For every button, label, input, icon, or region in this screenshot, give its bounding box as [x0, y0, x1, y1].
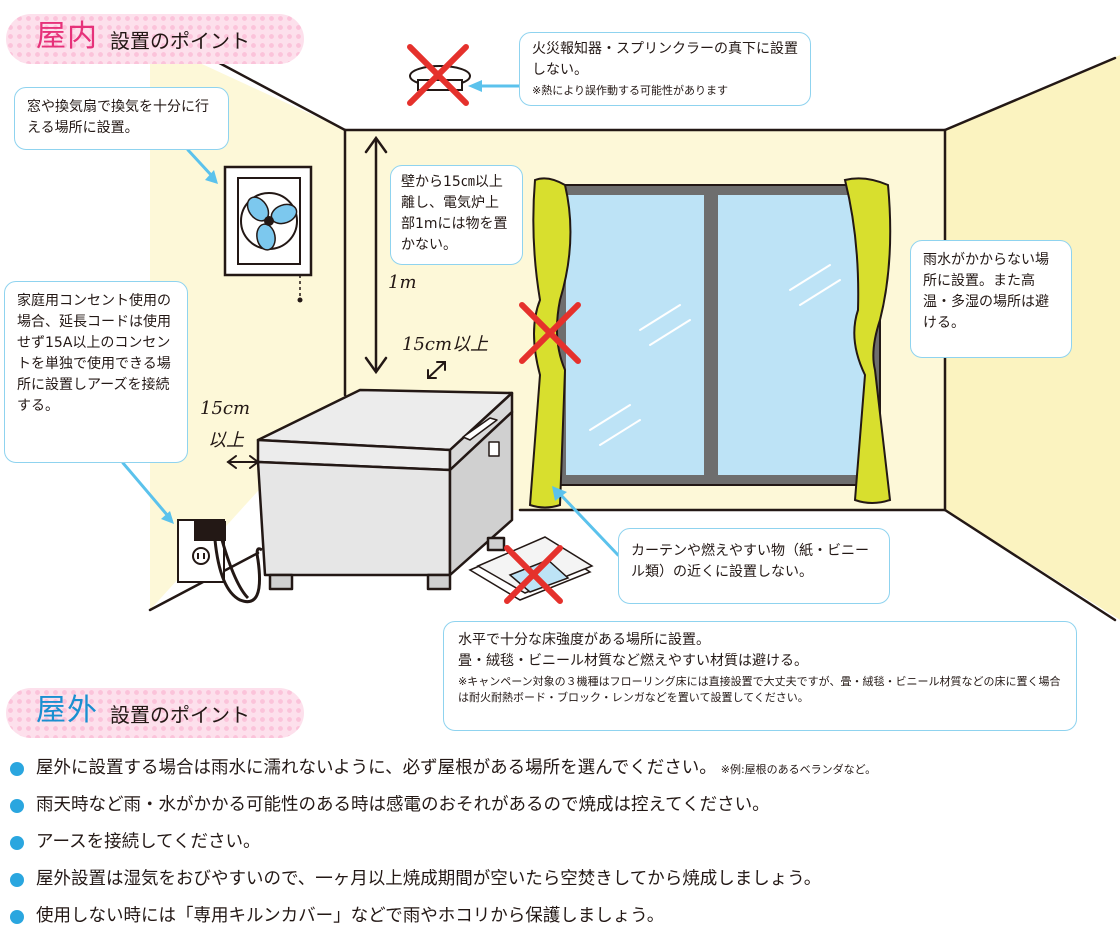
callout-curtain-text: カーテンや燃えやすい物（紙・ビニール類）の近くに設置しない。	[631, 543, 869, 580]
height-dimension-arrow	[364, 135, 388, 375]
window	[554, 184, 881, 486]
outdoor-points-list: 屋外に設置する場合は雨水に濡れないように、必ず屋根がある場所を選んでください。※…	[6, 750, 1106, 935]
indoor-installation-heading: 屋内 設置のポイント	[6, 14, 304, 64]
callout-ventilation-text: 窓や換気扇で換気を十分に行える場所に設置。	[27, 99, 209, 136]
list-item: 屋外設置は湿気をおびやすいので、一ヶ月以上焼成期間が空いたら空焚きしてから焼成し…	[6, 861, 1106, 898]
list-item: アースを接続してください。	[6, 824, 1106, 861]
callout-ventilation: 窓や換気扇で換気を十分に行える場所に設置。	[14, 87, 229, 150]
outdoor-point-text: 屋外設置は湿気をおびやすいので、一ヶ月以上焼成期間が空いたら空焚きしてから焼成し…	[36, 869, 822, 889]
bullet-icon	[10, 910, 24, 924]
side-clearance-label-2: 以上	[208, 430, 244, 451]
callout-curtain: カーテンや燃えやすい物（紙・ビニール類）の近くに設置しない。	[618, 528, 890, 604]
top-clearance-arrow	[427, 361, 446, 379]
power-cord-2	[220, 539, 250, 600]
outdoor-point-text: アースを接続してください。	[36, 832, 261, 852]
callout-smoke-detector: 火災報知器・スプリンクラーの真下に設置しない。 ※熱により誤作動する可能性があり…	[519, 32, 811, 106]
power-cord	[213, 539, 263, 603]
power-outlet-icon	[177, 519, 226, 583]
list-item: 使用しない時には「専用キルンカバー」などで雨やホコリから保護しましょう。	[6, 898, 1106, 935]
no-papers-cross-icon	[504, 545, 563, 604]
no-smoke-detector-cross-icon	[407, 44, 469, 106]
callout-outlet-text: 家庭用コンセント使用の場合、延長コードは使用せず15A以上のコンセントを単独で使…	[17, 293, 171, 414]
outdoor-installation-heading: 屋外 設置のポイント	[6, 688, 304, 738]
callout-outlet: 家庭用コンセント使用の場合、延長コードは使用せず15A以上のコンセントを単独で使…	[4, 281, 188, 463]
outdoor-point-text: 使用しない時には「専用キルンカバー」などで雨やホコリから保護しましょう。	[36, 906, 665, 926]
callout-rain: 雨水がかからない場所に設置。また高温・多湿の場所は避ける。	[910, 240, 1072, 358]
side-clearance-label-1: 15cm	[200, 398, 251, 419]
outdoor-point-text: 雨天時など雨・水がかかる可能性のある時は感電のおそれがあるので焼成は控えてくださ…	[36, 795, 770, 815]
kiln-icon	[256, 388, 514, 591]
callout-smoke-detector-note: ※熱により誤作動する可能性があります	[532, 84, 728, 97]
callout-smoke-detector-text: 火災報知器・スプリンクラーの真下に設置しない。	[532, 41, 798, 78]
callout-floor-line2: 畳・絨毯・ビニール材質など燃えやすい材質は避ける。	[458, 653, 808, 669]
bullet-icon	[10, 836, 24, 850]
callout-leader-arrows	[121, 80, 620, 557]
outdoor-heading-big: 屋外	[36, 693, 98, 728]
bullet-icon	[10, 762, 24, 776]
height-dimension-label: 1m	[388, 272, 417, 293]
no-curtain-cross-icon	[519, 302, 581, 364]
list-item: 雨天時など雨・水がかかる可能性のある時は感電のおそれがあるので焼成は控えてくださ…	[6, 787, 1106, 824]
outdoor-heading-small: 設置のポイント	[110, 703, 250, 727]
indoor-heading-small: 設置のポイント	[110, 29, 250, 53]
top-clearance-label: 15cm以上	[402, 334, 489, 355]
bullet-icon	[10, 873, 24, 887]
list-item: 屋外に設置する場合は雨水に濡れないように、必ず屋根がある場所を選んでください。※…	[6, 750, 1106, 787]
callout-wall-clearance: 壁から15㎝以上離し、電気炉上部1mには物を置かない。	[390, 165, 523, 265]
callout-floor: 水平で十分な床強度がある場所に設置。 畳・絨毯・ビニール材質など燃えやすい材質は…	[443, 621, 1077, 731]
callout-floor-note: ※キャンペーン対象の３機種はフローリング床には直接設置で大丈夫ですが、畳・絨毯・…	[458, 675, 1061, 704]
outdoor-point-text: 屋外に設置する場合は雨水に濡れないように、必ず屋根がある場所を選んでください。	[36, 758, 717, 778]
left-curtain	[528, 177, 572, 509]
callout-floor-text: 水平で十分な床強度がある場所に設置。	[458, 632, 710, 648]
outdoor-point-note: ※例:屋根のあるベランダなど。	[720, 763, 877, 776]
ventilation-fan-icon	[223, 165, 313, 303]
right-curtain	[843, 177, 892, 504]
callout-rain-text: 雨水がかからない場所に設置。また高温・多湿の場所は避ける。	[923, 252, 1049, 331]
bullet-icon	[10, 799, 24, 813]
indoor-heading-big: 屋内	[36, 19, 98, 54]
callout-wall-clearance-text: 壁から15㎝以上離し、電気炉上部1mには物を置かない。	[401, 174, 508, 253]
